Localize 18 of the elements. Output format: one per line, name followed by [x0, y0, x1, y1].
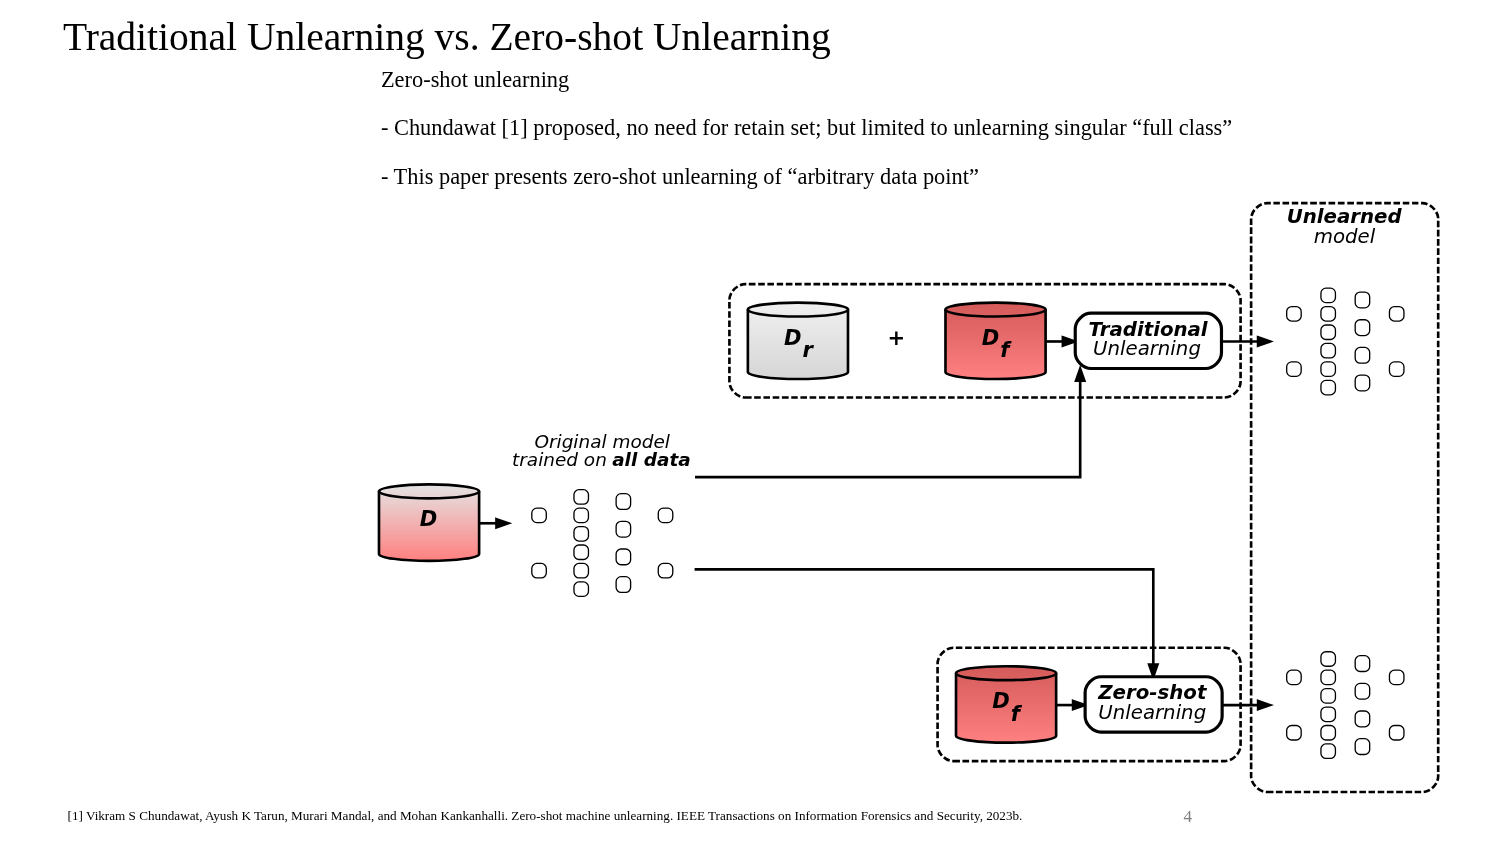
node-box: Zero-shot Unlearning — [1083, 675, 1224, 734]
label: [1] Vikram S Chundawat, Ayush K Tarun, Murari Mandal, and Mohan Kankanhalli. Zero-shot machine unlearning. IEEE Transactions on Information Forensics and Security, 2023b. — [67, 808, 1022, 824]
arrow — [1221, 335, 1274, 348]
arrow — [694, 568, 1159, 681]
label: + — [887, 324, 905, 350]
label: - This paper presents zero-shot unlearning of “arbitrary data point” — [380, 164, 979, 190]
label: Zero-shot unlearning — [380, 66, 569, 92]
node-label: Original model trained on all data — [511, 430, 691, 471]
arrow — [1222, 699, 1274, 712]
cluster — [727, 282, 1242, 399]
cluster — [935, 646, 1242, 763]
arrow — [478, 517, 512, 530]
arrow — [694, 364, 1086, 479]
node-box: Traditional Unlearning — [1073, 311, 1223, 371]
label: - Chundawat [1] proposed, no need for retain set; but limited to unlearning singular “full class” — [380, 115, 1232, 141]
diagram-title: Traditional Unlearning vs. Zero-shot Unlearning — [62, 15, 831, 60]
label: 4 — [1183, 806, 1192, 826]
cluster: Unlearned model — [1249, 201, 1439, 794]
